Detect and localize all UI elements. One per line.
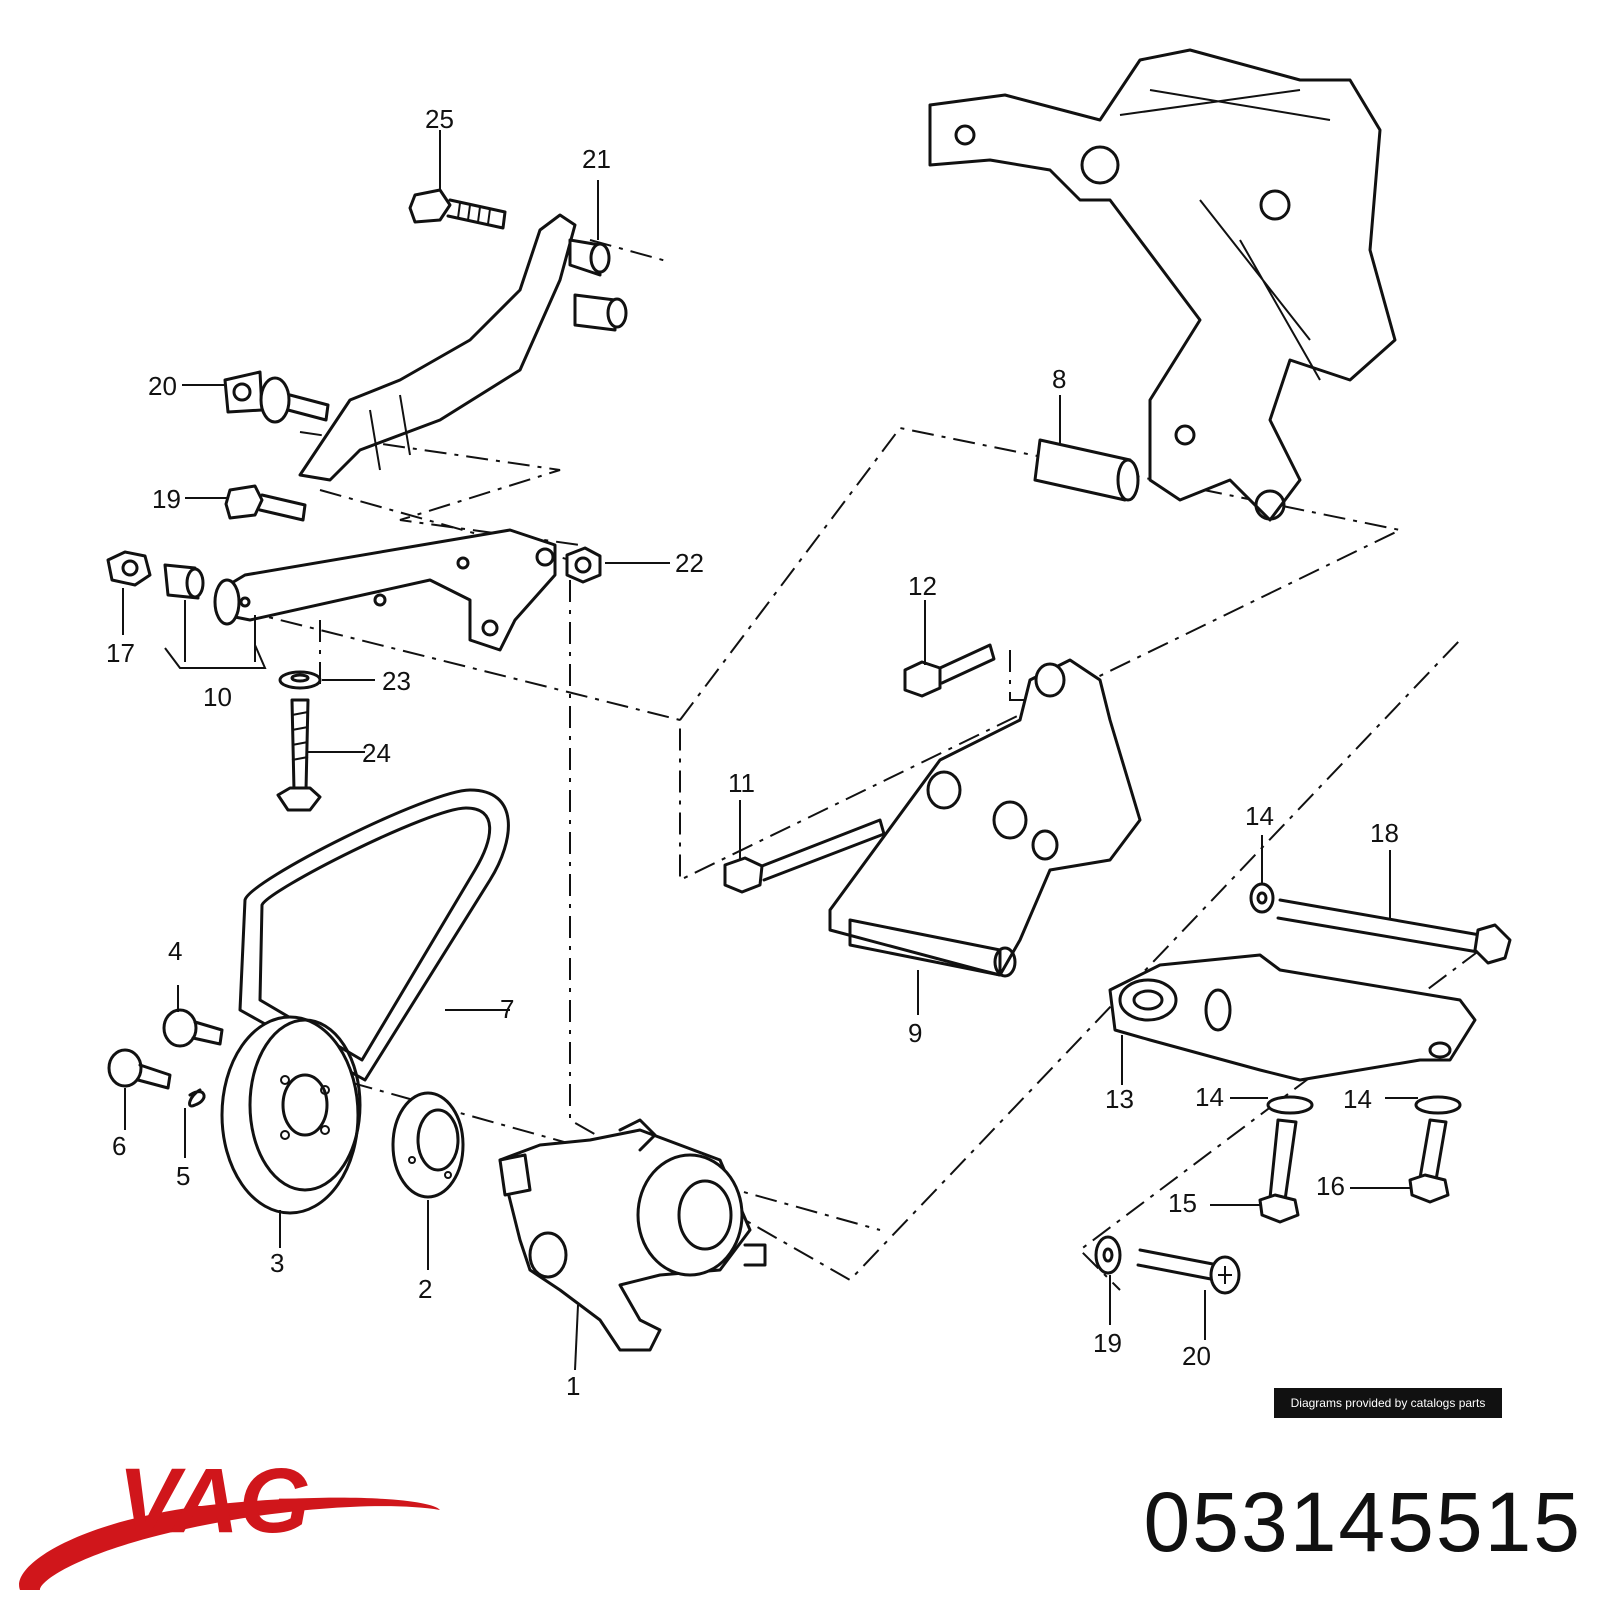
bolt-21 (224, 484, 307, 522)
callout-25: 23 (382, 666, 411, 696)
part-number: 053145515 (1143, 1475, 1582, 1569)
bolt-12 (903, 643, 996, 698)
callout-8: 8 (1052, 364, 1066, 394)
screw-20 (1136, 1248, 1241, 1295)
logo-swoosh (19, 1497, 441, 1590)
callout-4: 4 (168, 936, 182, 966)
callout-labels: 25 21 20 19 22 17 10 23 24 8 12 11 9 14 … (106, 104, 1399, 1400)
callout-22: 20 (148, 371, 177, 401)
bolt-27 (408, 188, 507, 230)
eyebolt-22 (223, 370, 330, 424)
bolt-6 (107, 1048, 172, 1090)
bolt-4 (162, 1008, 224, 1048)
nut-24 (565, 546, 602, 584)
callout-5: 5 (176, 1161, 190, 1191)
callout-14-right: 14 (1343, 1084, 1372, 1114)
callout-12: 12 (908, 571, 937, 601)
callout-24: 22 (675, 548, 704, 578)
callout-23: 21 (582, 144, 611, 174)
bolt-18 (1276, 898, 1512, 965)
logo-text: VAG (118, 1450, 311, 1552)
callout-6: 6 (112, 1131, 126, 1161)
callout-3: 3 (270, 1248, 284, 1278)
callout-20: 20 (1182, 1341, 1211, 1371)
callout-19: 19 (1093, 1328, 1122, 1358)
clip-5 (188, 1088, 206, 1108)
callout-9: 9 (908, 1018, 922, 1048)
callout-17: 17 (106, 638, 135, 668)
callout-26: 24 (362, 738, 391, 768)
nut-17 (106, 550, 152, 587)
vag-logo: VAG (19, 1450, 441, 1590)
callout-27: 25 (425, 104, 454, 134)
tension-bracket-13 (1108, 953, 1477, 1082)
diagram-credit-badge: Diagrams provided by catalogs parts (1274, 1388, 1502, 1418)
callout-7: 7 (500, 994, 514, 1024)
leader-lines (122, 130, 1418, 1371)
bracket-arm (298, 213, 628, 482)
washer-14-left (1266, 1095, 1314, 1115)
washer-14-right (1414, 1095, 1462, 1115)
callout-14-top: 14 (1245, 801, 1274, 831)
callout-13: 13 (1105, 1084, 1134, 1114)
bolt-11 (723, 818, 886, 894)
pump-bracket-9 (828, 658, 1142, 978)
bolt-16 (1408, 1118, 1450, 1204)
callout-16: 16 (1316, 1171, 1345, 1201)
bolt-15 (1258, 1118, 1300, 1224)
flange-2 (391, 1091, 465, 1199)
power-steering-pump-1 (498, 1118, 767, 1352)
exploded-parts-diagram: 25 21 20 19 22 17 10 23 24 8 12 11 9 14 … (106, 48, 1512, 1400)
callout-10: 10 (203, 682, 232, 712)
sleeve-8 (1033, 438, 1140, 502)
callout-2: 2 (418, 1274, 432, 1304)
callout-1: 1 (566, 1371, 580, 1400)
callout-15: 15 (1168, 1188, 1197, 1218)
washer-19 (1094, 1235, 1122, 1275)
bracket-plate-10 (213, 528, 557, 652)
callout-14-left: 14 (1195, 1082, 1224, 1112)
callout-11: 11 (728, 768, 755, 798)
callout-21: 19 (152, 484, 181, 514)
pulley-3 (220, 1015, 362, 1215)
engine-bracket-top (928, 48, 1397, 522)
callout-18: 18 (1370, 818, 1399, 848)
bolt-26 (276, 698, 322, 812)
washer-25 (278, 670, 322, 690)
washer-14-top (1249, 882, 1275, 914)
spacer-10 (163, 563, 205, 600)
v-belt-7 (238, 788, 510, 1082)
